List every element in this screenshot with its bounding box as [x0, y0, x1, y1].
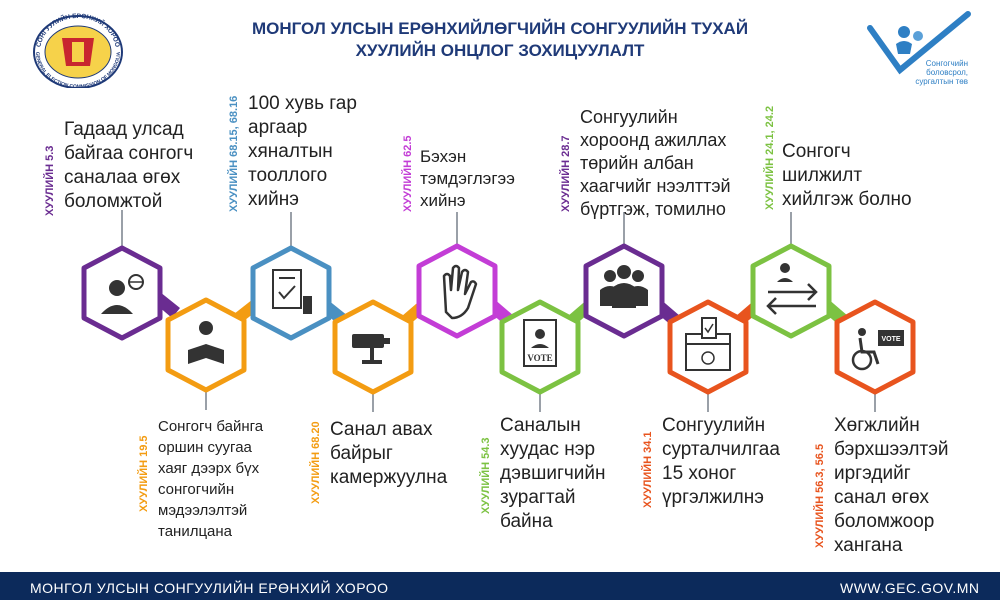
item-8-line-3: 15 хоног — [662, 463, 737, 484]
item-10-line-3: иргэдийг — [834, 463, 911, 484]
hexagon-5 — [416, 243, 498, 339]
connectors — [121, 210, 876, 412]
item-1-line-4: боломжтой — [64, 191, 163, 212]
item-10-line-4: санал өгөх — [834, 487, 930, 508]
item-1-line-2: байгаа сонгогч — [64, 143, 194, 164]
article-label-8: ХУУЛИЙН 34.1 — [642, 431, 654, 508]
item-7-line-1: Сонгуулийн — [580, 107, 678, 127]
item-2-line-6: танилцана — [158, 523, 233, 540]
item-2-line-1: Сонгогч байнга — [158, 418, 264, 435]
wheelchair-vote-icon: VOTE — [851, 328, 904, 371]
item-text-6: Саналын хуудас нэр дэвшигчийн зурагтай б… — [500, 414, 606, 534]
item-1-line-3: саналаа өгөх — [64, 167, 181, 188]
article-label-3: ХУУЛИЙН 68.15, 68.16 — [228, 95, 240, 212]
footer-bar — [0, 572, 1000, 600]
footer-organization: МОНГОЛ УЛСЫН СОНГУУЛИЙН ЕРӨНХИЙ ХОРОО — [30, 580, 389, 596]
ballot-vote-label: VOTE — [527, 353, 552, 363]
item-7-line-5: бүртгэж, томилно — [580, 199, 726, 219]
item-4-line-2: байрыг — [330, 443, 393, 464]
item-text-4: Санал авах байрыг камержуулна — [330, 418, 447, 490]
item-10-line-6: хангана — [834, 535, 903, 556]
item-2-line-4: сонгогчийн — [158, 481, 235, 498]
checklist-thumbs-up-icon — [272, 269, 312, 314]
item-7-line-4: хаагчийг нээлттэй — [580, 176, 731, 196]
item-2-line-3: хаяг дээрх бүх — [158, 460, 260, 477]
item-6-line-5: байна — [500, 511, 553, 532]
title-line-1: МОНГОЛ УЛСЫН ЕРӨНХИЙЛӨГЧИЙН СОНГУУЛИЙН Т… — [251, 19, 749, 38]
voter-education-logo: Сонгогчийн боловсрол, сургалтын төв — [867, 11, 971, 86]
page-title: МОНГОЛ УЛСЫН ЕРӨНХИЙЛӨГЧИЙН СОНГУУЛИЙН Т… — [200, 18, 800, 62]
item-8-line-2: сурталчилгаа — [662, 439, 780, 460]
item-10-line-5: боломжоор — [834, 511, 935, 532]
footer-website-link[interactable]: WWW.GEC.GOV.MN — [840, 580, 980, 596]
item-3-line-4: тооллого — [248, 165, 328, 186]
item-text-7: Сонгуулийн хороонд ажиллах төрийн албан … — [580, 106, 731, 221]
item-1-line-1: Гадаад улсад — [64, 119, 184, 140]
item-6-line-2: хуудас нэр — [500, 439, 596, 460]
transfer-arrows-icon — [766, 263, 818, 315]
item-text-9: Сонгогч шилжилт хийлгэж болно — [782, 140, 912, 212]
item-10-line-2: бэрхшээлтэй — [834, 439, 949, 460]
item-8-line-4: үргэлжилнэ — [662, 487, 764, 508]
vote-ballot-icon: VOTE — [523, 319, 557, 367]
article-label-1: ХУУЛИЙН 5.3 — [44, 145, 56, 216]
item-2-line-2: оршин суугаа — [158, 439, 252, 456]
item-3-line-1: 100 хувь гар — [248, 93, 357, 114]
globe-person-icon — [101, 274, 144, 314]
item-5-line-1: Бэхэн — [420, 147, 467, 166]
article-label-5: ХУУЛИЙН 62.5 — [402, 135, 414, 212]
article-label-2: ХУУЛИЙН 19.5 — [138, 435, 150, 512]
item-9-line-2: шилжилт — [782, 165, 863, 186]
item-6-line-3: дэвшигчийн — [500, 463, 606, 484]
item-2-line-5: мэдээлэлтэй — [158, 502, 248, 519]
article-label-6: ХУУЛИЙН 54.3 — [480, 437, 492, 514]
item-9-line-3: хийлгэж болно — [782, 189, 912, 210]
item-text-3: 100 хувь гар аргаар хяналтын тооллого хи… — [248, 92, 357, 212]
item-text-2: Сонгогч байнга оршин суугаа хаяг дээрх б… — [158, 416, 263, 542]
item-4-line-3: камержуулна — [330, 467, 448, 488]
hexagon-8 — [667, 299, 749, 395]
item-10-line-1: Хөгжлийн — [834, 415, 920, 436]
item-5-line-3: хийнэ — [420, 191, 466, 210]
logo-text-line-3: сургалтын төв — [915, 77, 968, 86]
gec-seal-logo: СОНГУУЛИЙН ЕРӨНХИЙ ХОРОО GENERAL ELECTIO… — [33, 13, 123, 88]
logo-text-line-2: боловсрол, — [926, 68, 968, 77]
item-7-line-3: төрийн албан — [580, 153, 694, 173]
item-3-line-5: хийнэ — [248, 189, 299, 210]
hand-icon — [442, 264, 478, 320]
item-5-line-2: тэмдэглэгээ — [420, 169, 515, 188]
article-label-7: ХУУЛИЙН 28.7 — [560, 135, 572, 212]
item-3-line-3: хяналтын — [248, 141, 333, 162]
item-7-line-2: хороонд ажиллах — [580, 130, 727, 150]
ballot-box-icon — [685, 317, 731, 371]
item-text-8: Сонгуулийн сурталчилгаа 15 хоног үргэлжи… — [662, 414, 780, 510]
item-4-line-1: Санал авах — [330, 419, 433, 440]
item-8-line-1: Сонгуулийн — [662, 415, 766, 436]
item-6-line-4: зурагтай — [500, 487, 576, 508]
item-text-10: Хөгжлийн бэрхшээлтэй иргэдийг санал өгөх… — [834, 414, 949, 558]
article-label-4: ХУУЛИЙН 68.20 — [310, 421, 322, 504]
logo-text-line-1: Сонгогчийн — [926, 59, 968, 68]
group-people-icon — [600, 265, 648, 308]
wheelchair-vote-label: VOTE — [881, 336, 900, 343]
item-9-line-1: Сонгогч — [782, 141, 851, 162]
hexagon-10 — [834, 299, 916, 395]
security-camera-icon — [352, 334, 390, 364]
item-text-5: Бэхэн тэмдэглэгээ хийнэ — [420, 146, 515, 212]
reading-person-icon — [188, 321, 224, 364]
item-6-line-1: Саналын — [500, 415, 581, 436]
item-3-line-2: аргаар — [248, 117, 308, 138]
article-label-9: ХУУЛИЙН 24.1, 24.2 — [764, 105, 776, 210]
item-text-1: Гадаад улсад байгаа сонгогч саналаа өгөх… — [64, 118, 193, 214]
hexagon-3 — [250, 245, 332, 341]
title-line-2: ХУУЛИЙН ОНЦЛОГ ЗОХИЦУУЛАЛТ — [355, 41, 645, 60]
article-label-10: ХУУЛИЙН 56.3, 56.5 — [814, 443, 826, 548]
